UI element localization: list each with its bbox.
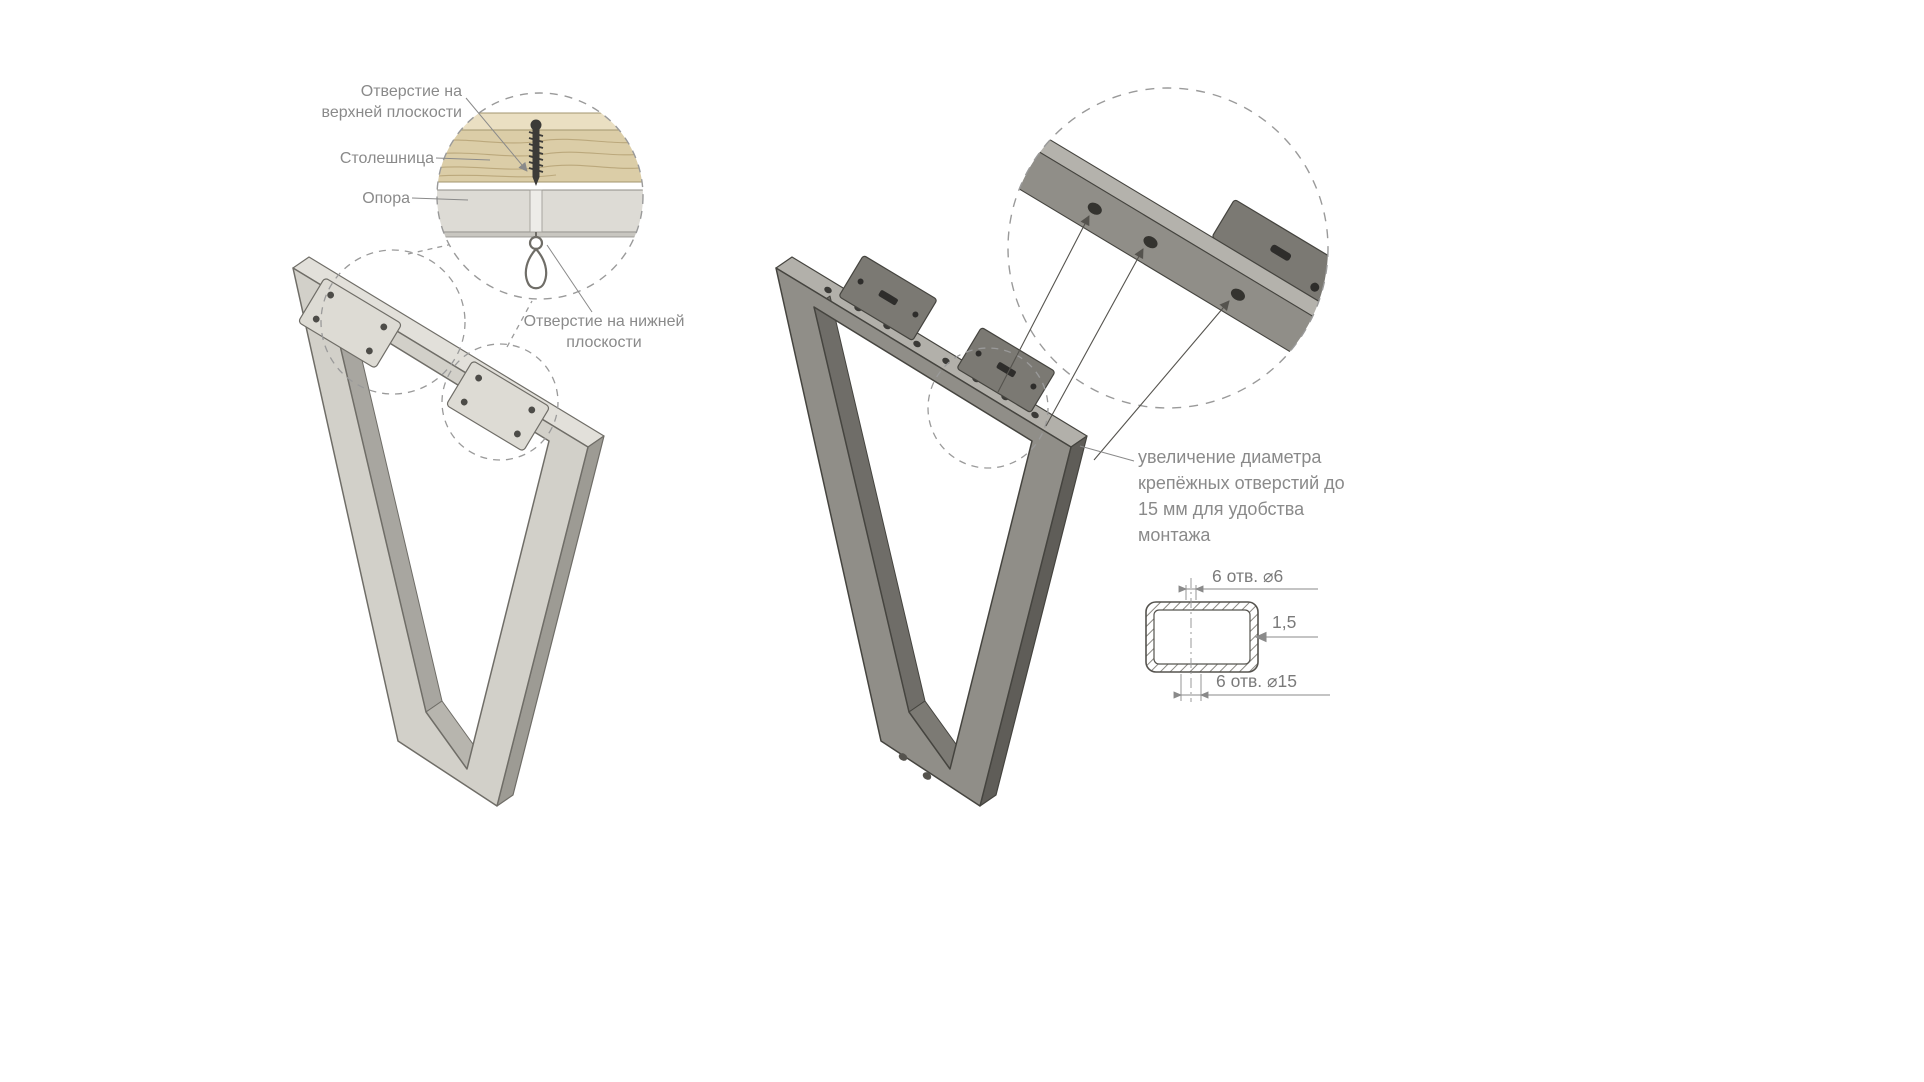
detail-circle-right-border bbox=[1007, 87, 1329, 409]
callout-hole-bottom: Отверстие на нижней плоскости bbox=[523, 313, 685, 351]
callout-tabletop: Столешница bbox=[339, 150, 434, 167]
right-beam-holes bbox=[824, 286, 1039, 419]
bottom-plane-hole bbox=[529, 189, 543, 233]
screw-icon bbox=[528, 119, 544, 186]
hole-reference-arrows bbox=[997, 215, 1230, 461]
hanging-loop-icon bbox=[524, 232, 548, 290]
callout-support: Опора bbox=[362, 190, 410, 207]
dim-bottom-holes-graphics bbox=[1173, 674, 1330, 701]
right-leg-front-frame bbox=[775, 267, 1072, 807]
note-leader-line bbox=[1079, 445, 1135, 462]
zoom-circle-right-plate bbox=[927, 347, 1049, 469]
dim-wall-thickness-graphics bbox=[1254, 631, 1318, 643]
beam-closeup bbox=[1008, 120, 1328, 384]
right-leg-bottom-holes bbox=[898, 753, 932, 780]
tube-section-view bbox=[1145, 578, 1330, 702]
closeup-holes bbox=[1087, 202, 1245, 301]
dim-top-holes-graphics bbox=[1178, 585, 1318, 600]
left-mounting-plate-2 bbox=[446, 361, 550, 451]
right-detail-view bbox=[1007, 87, 1329, 409]
dim-top-holes-label: 6 отв. ⌀6 bbox=[1212, 566, 1284, 586]
dim-bottom-holes-label: 6 отв. ⌀15 bbox=[1216, 671, 1297, 691]
left-detail-view bbox=[436, 92, 644, 300]
right-mounting-plate-1 bbox=[839, 255, 937, 341]
zoom-circle-plate-2 bbox=[441, 343, 559, 461]
detail-circle-left-border bbox=[436, 92, 644, 300]
zoom-circle-plate-1 bbox=[320, 249, 466, 395]
enlarged-holes-note: увеличение диаметра крепёжных отверстий … bbox=[1138, 447, 1345, 546]
left-callout-leaders bbox=[411, 97, 593, 313]
section-inner-wall bbox=[1153, 609, 1251, 665]
dim-wall-thickness-label: 1,5 bbox=[1272, 612, 1297, 632]
right-mounting-plate-2 bbox=[957, 327, 1055, 413]
support-bar bbox=[437, 189, 643, 238]
callout-hole-top: Отверстие на верхней плоскости bbox=[321, 83, 462, 121]
closeup-beam-end-cap bbox=[1307, 311, 1328, 384]
